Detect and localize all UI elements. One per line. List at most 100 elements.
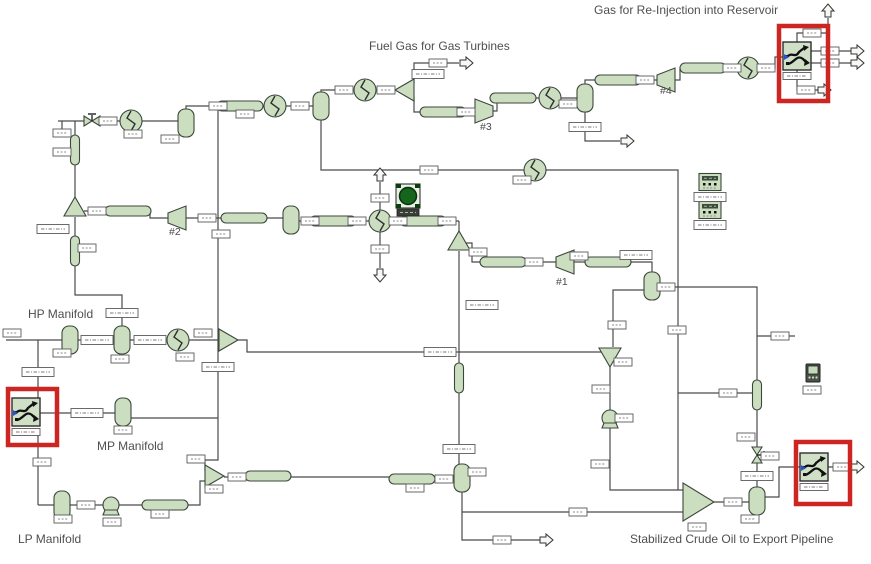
stream-label-tag[interactable] bbox=[693, 192, 727, 202]
mixer-tee-icon[interactable] bbox=[204, 464, 225, 488]
separator-vessel-icon[interactable] bbox=[748, 486, 766, 516]
stream-tag[interactable] bbox=[376, 85, 396, 95]
stream-label-tag[interactable] bbox=[619, 250, 653, 260]
stream-tag[interactable] bbox=[334, 85, 354, 95]
export-pipeline-icon[interactable] bbox=[798, 451, 830, 483]
compressor-icon[interactable] bbox=[474, 98, 494, 124]
stream-tag[interactable] bbox=[370, 244, 390, 254]
stream-tag[interactable] bbox=[110, 354, 130, 364]
stream-tag[interactable] bbox=[736, 432, 756, 442]
stream-tag[interactable] bbox=[113, 425, 133, 435]
stream-tag[interactable] bbox=[756, 63, 776, 73]
recycle-operator-icon[interactable] bbox=[395, 183, 421, 209]
pipe-segment-icon[interactable] bbox=[489, 92, 537, 104]
stream-tag[interactable] bbox=[569, 251, 589, 261]
stream-tag[interactable] bbox=[235, 109, 255, 119]
pipeline-label-tag[interactable] bbox=[799, 483, 829, 491]
pipe-segment-icon[interactable] bbox=[751, 379, 763, 411]
mixer-tee-icon[interactable] bbox=[682, 482, 716, 522]
stream-label-tag[interactable] bbox=[568, 122, 602, 132]
stream-tag[interactable] bbox=[524, 257, 544, 267]
mixer-tee-icon[interactable] bbox=[63, 196, 87, 217]
well-label-tag[interactable] bbox=[11, 428, 41, 436]
heat-exchanger-icon[interactable] bbox=[353, 78, 377, 102]
stream-label-tag[interactable] bbox=[201, 362, 235, 372]
stream-tag[interactable] bbox=[558, 99, 578, 109]
stream-tag[interactable] bbox=[434, 474, 454, 484]
stream-tag[interactable] bbox=[687, 522, 707, 532]
stream-tag[interactable] bbox=[405, 483, 425, 493]
stream-tag[interactable] bbox=[722, 63, 742, 73]
spreadsheet-icon[interactable] bbox=[698, 200, 722, 220]
stream-label-tag[interactable] bbox=[465, 300, 499, 310]
heat-exchanger-icon[interactable] bbox=[166, 328, 190, 352]
stream-tag[interactable] bbox=[347, 216, 367, 226]
stream-tag[interactable] bbox=[468, 247, 488, 257]
stream-tag[interactable] bbox=[208, 101, 228, 111]
stream-tag[interactable] bbox=[227, 472, 247, 482]
stream-tag[interactable] bbox=[437, 216, 457, 226]
stream-tag[interactable] bbox=[802, 28, 822, 38]
pipe-segment-icon[interactable] bbox=[679, 62, 727, 74]
controller-icon[interactable] bbox=[805, 363, 821, 383]
stream-tag[interactable] bbox=[150, 509, 170, 519]
stream-label-tag[interactable] bbox=[70, 408, 104, 418]
stream-tag[interactable] bbox=[718, 388, 738, 398]
stream-tag[interactable] bbox=[607, 320, 627, 330]
stream-tag[interactable] bbox=[290, 101, 310, 111]
pipe-segment-icon[interactable] bbox=[479, 256, 527, 268]
stream-arrow-icon[interactable] bbox=[373, 268, 387, 283]
stream-tag[interactable] bbox=[635, 75, 655, 85]
stream-label-tag[interactable] bbox=[105, 308, 139, 318]
heat-exchanger-icon[interactable] bbox=[368, 209, 392, 233]
heat-exchanger-icon[interactable] bbox=[263, 94, 287, 118]
stream-arrow-icon[interactable] bbox=[850, 56, 865, 70]
heat-exchanger-icon[interactable] bbox=[538, 86, 562, 110]
stream-tag[interactable] bbox=[197, 213, 217, 223]
stream-tag[interactable] bbox=[740, 514, 760, 524]
stream-tag[interactable] bbox=[160, 134, 180, 144]
stream-tag[interactable] bbox=[388, 216, 408, 226]
well-group-icon[interactable] bbox=[10, 396, 42, 428]
stream-tag[interactable] bbox=[512, 175, 532, 185]
stream-label-tag[interactable] bbox=[411, 69, 445, 79]
pipe-segment-icon[interactable] bbox=[220, 212, 268, 224]
stream-label-tag[interactable] bbox=[36, 224, 70, 234]
stream-label-tag[interactable] bbox=[693, 220, 727, 230]
stream-tag[interactable] bbox=[211, 229, 231, 239]
stream-tag[interactable] bbox=[802, 385, 822, 395]
process-stream-lines[interactable] bbox=[6, 18, 851, 541]
stream-arrow-icon[interactable] bbox=[539, 533, 554, 547]
stream-label-tag[interactable] bbox=[442, 444, 476, 454]
stream-tag[interactable] bbox=[428, 58, 448, 68]
stream-tag[interactable] bbox=[193, 328, 213, 338]
stream-tag[interactable] bbox=[614, 413, 634, 423]
stream-tag[interactable] bbox=[568, 507, 588, 517]
stream-label-tag[interactable] bbox=[21, 367, 55, 377]
stream-tag[interactable] bbox=[591, 384, 611, 394]
stream-tag[interactable] bbox=[123, 129, 143, 139]
stream-tag[interactable] bbox=[2, 328, 22, 338]
stream-arrow-icon[interactable] bbox=[850, 460, 865, 474]
stream-label-tag[interactable] bbox=[133, 335, 167, 345]
stream-tag[interactable] bbox=[613, 357, 633, 367]
mixer-tee-icon[interactable] bbox=[218, 328, 239, 352]
separator-vessel-icon[interactable] bbox=[113, 325, 131, 355]
pipe-segment-icon[interactable] bbox=[104, 205, 152, 217]
spreadsheet-icon[interactable] bbox=[698, 172, 722, 192]
stream-tag[interactable] bbox=[52, 147, 72, 157]
stream-tag[interactable] bbox=[186, 454, 206, 464]
stream-tag[interactable] bbox=[204, 484, 224, 494]
pipe-segment-icon[interactable] bbox=[244, 470, 292, 482]
stream-tag[interactable] bbox=[76, 500, 96, 510]
pipe-segment-icon[interactable] bbox=[594, 74, 642, 86]
stream-arrow-icon[interactable] bbox=[821, 3, 835, 18]
well-group-icon[interactable] bbox=[781, 40, 813, 72]
separator-vessel-icon[interactable] bbox=[177, 108, 195, 138]
mixer-tee-icon[interactable] bbox=[447, 230, 471, 251]
pipe-segment-icon[interactable] bbox=[141, 499, 189, 511]
stream-tag[interactable] bbox=[492, 535, 512, 545]
pipe-segment-icon[interactable] bbox=[69, 134, 81, 166]
